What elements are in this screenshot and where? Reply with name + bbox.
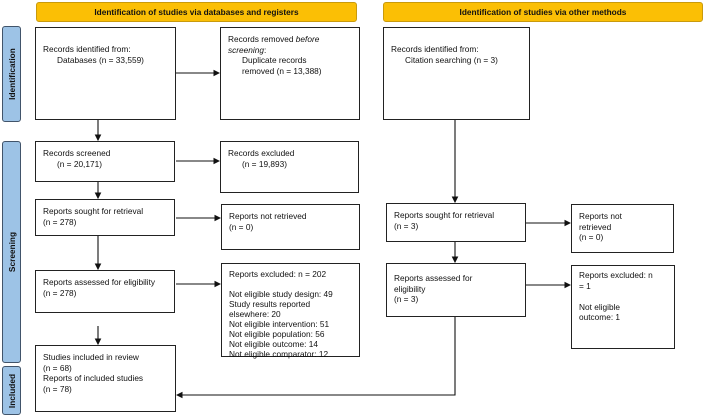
reports-excluded-box: Reports excluded: n = 202 Not eligible s… — [221, 263, 360, 359]
records-identified-box: Records identified from:Databases (n = 3… — [35, 27, 176, 120]
records-screened-box: Records screened(n = 20,171) — [35, 141, 175, 182]
box-count: removed (n = 13,388) — [242, 65, 322, 76]
box-title: Records removed — [228, 34, 294, 44]
box-line: Duplicate records — [242, 55, 307, 65]
other-records-identified-box: Records identified from:Citation searchi… — [383, 27, 530, 120]
phase-screening: Screening — [2, 141, 21, 363]
box-title: Reports assessed for eligibility — [43, 277, 156, 287]
box-count: (n = 19,893) — [242, 158, 287, 169]
phase-identification: Identification — [2, 26, 21, 122]
box-title: Reports excluded: n = 202 — [229, 269, 327, 279]
studies-included-box: Studies included in review(n = 68) Repor… — [35, 345, 176, 412]
other-reports-sought-box: Reports sought for retrieval(n = 3) — [386, 203, 526, 242]
exclusion-reason: Not eligible population: 56 — [229, 329, 325, 339]
box-title-em: screening — [228, 44, 264, 55]
box-title: Records excluded — [228, 148, 295, 158]
box-title: Reports assessed for eligibility — [394, 273, 473, 294]
box-count: (n = 278) — [43, 287, 77, 298]
box-count: (n = 3) — [394, 220, 419, 231]
box-title: Records screened — [43, 148, 111, 158]
box-count: (n = 3) — [394, 294, 419, 304]
box-count: (n = 0) — [579, 232, 604, 242]
banner-other-methods: Identification of studies via other meth… — [383, 2, 703, 22]
other-reports-assessed-box: Reports assessed for eligibility(n = 3) — [386, 263, 526, 317]
exclusion-reason: Not eligible comparator: 12 — [229, 349, 329, 359]
box-title: Reports sought for retrieval — [43, 206, 144, 216]
box-title: Studies included in review — [43, 352, 139, 362]
banner-databases: Identification of studies via databases … — [36, 2, 357, 22]
box-count: (n = 78) — [43, 383, 72, 394]
box-colon: : — [263, 44, 267, 55]
exclusion-reason: Not eligible intervention: 51 — [229, 319, 330, 329]
reports-assessed-box: Reports assessed for eligibility(n = 278… — [35, 270, 175, 313]
other-reports-excluded-box: Reports excluded: n = 1 Not eligible outc… — [571, 265, 675, 349]
box-count: (n = 278) — [43, 216, 77, 227]
box-count: Citation searching (n = 3) — [405, 54, 498, 65]
reports-sought-box: Reports sought for retrieval(n = 278) — [35, 199, 175, 236]
box-title: Reports excluded: n = 1 — [579, 270, 653, 291]
exclusion-reason: Study results reported elsewhere: 20 — [229, 299, 311, 319]
box-title: Records identified from: — [43, 44, 131, 54]
records-excluded-box: Records excluded(n = 19,893) — [220, 141, 359, 193]
box-title: Reports not retrieved — [579, 211, 622, 232]
phase-included: Included — [2, 366, 21, 415]
box-title: Reports not retrieved — [229, 211, 307, 221]
exclusion-reason: Not eligible study design: 49 — [229, 289, 333, 299]
box-title: Reports sought for retrieval — [394, 210, 495, 220]
records-removed-box: Records removed before screening: Duplica… — [220, 27, 360, 120]
box-title: Records identified from: — [391, 44, 479, 54]
reports-not-retrieved-box: Reports not retrieved(n = 0) — [221, 204, 360, 250]
box-count: (n = 0) — [229, 221, 254, 232]
box-count: (n = 68) — [43, 362, 72, 373]
box-count: (n = 20,171) — [57, 158, 102, 169]
box-title-em: before — [295, 34, 320, 44]
other-not-retrieved-box: Reports not retrieved(n = 0) — [571, 204, 674, 253]
box-title: Reports of included studies — [43, 373, 144, 383]
exclusion-reason: Not eligible outcome: 1 — [579, 301, 621, 323]
exclusion-reason: Not eligible outcome: 14 — [229, 339, 319, 349]
box-count: Databases (n = 33,559) — [57, 54, 144, 65]
